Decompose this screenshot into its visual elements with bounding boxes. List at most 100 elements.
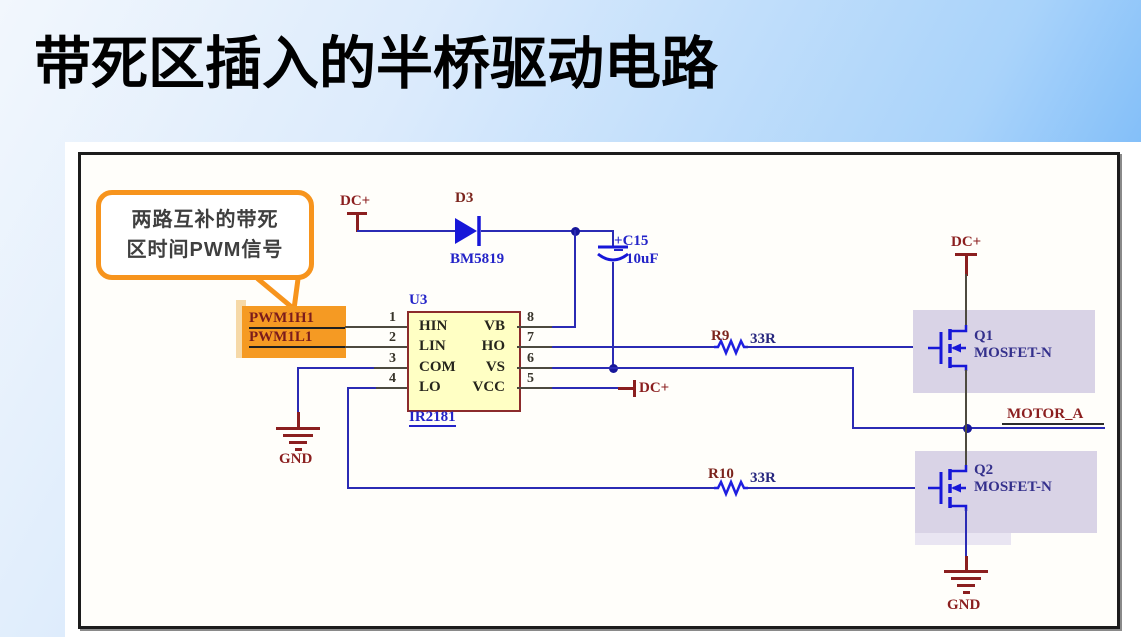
gnd-label-left: GND xyxy=(279,451,313,467)
wire-vcc-red xyxy=(618,387,633,390)
pwm-highlight-strip xyxy=(236,300,246,358)
wire-vcc xyxy=(552,387,618,389)
q1-drain-red xyxy=(965,255,968,276)
wire-ho1 xyxy=(552,346,716,348)
wire-com-v xyxy=(297,367,299,412)
q2-drain-wire xyxy=(965,429,967,467)
q1-designator: Q1 xyxy=(974,328,994,344)
ground-bar2 xyxy=(283,434,313,437)
power-port-stem xyxy=(356,214,359,232)
pin-name-com: COM xyxy=(419,359,456,375)
r9-value: 33R xyxy=(750,331,776,347)
wire-dc-to-diode xyxy=(357,230,455,232)
pin-number-2: 2 xyxy=(389,330,396,345)
r9-designator: R9 xyxy=(711,328,730,344)
ground-bar4 xyxy=(963,591,970,594)
diode-icon xyxy=(455,216,481,246)
wire-vs-v xyxy=(852,367,854,429)
wire-vb-h xyxy=(552,326,576,328)
wire-diode-to-cap xyxy=(481,230,613,232)
pin-name-hin: HIN xyxy=(419,318,448,334)
stub-pin6 xyxy=(517,367,552,369)
pwm-highlight-box xyxy=(242,306,346,358)
capacitor-icon xyxy=(597,245,629,262)
pin-name-vs: VS xyxy=(485,359,505,375)
cap-polarity: + xyxy=(614,233,623,251)
power-port-icon xyxy=(347,212,367,215)
pin-name-lin: LIN xyxy=(419,338,446,354)
pin-number-7: 7 xyxy=(527,330,534,345)
callout-tail xyxy=(255,276,301,312)
pin-number-4: 4 xyxy=(389,371,396,386)
pin-name-vcc: VCC xyxy=(472,379,506,395)
callout-text-line2: 区时间PWM信号 xyxy=(126,239,284,261)
junction-dot xyxy=(963,424,972,433)
pin-name-vb: VB xyxy=(484,318,505,334)
pin-number-5: 5 xyxy=(527,371,534,386)
pin-name-ho: HO xyxy=(481,338,505,354)
wire-com-gnd xyxy=(297,412,300,428)
net-label-motor-a: MOTOR_A xyxy=(1007,406,1084,422)
q2-gnd-wire xyxy=(965,556,968,572)
power-port-icon xyxy=(955,253,977,256)
ground-bar4 xyxy=(295,448,302,451)
wire-cap-bottom xyxy=(612,262,614,369)
pin-number-8: 8 xyxy=(527,310,534,325)
wire-lo-run1 xyxy=(347,487,716,489)
stub-pin4 xyxy=(374,387,407,389)
wire-pin1 xyxy=(345,326,407,328)
wire-vb-riser xyxy=(574,230,576,328)
q2-highlight-box-ext xyxy=(915,533,1011,545)
ground-icon xyxy=(944,570,988,573)
net-label-pwm-low: PWM1L1 xyxy=(249,329,345,348)
cap-designator: +C15 xyxy=(614,233,649,251)
wire-ho2 xyxy=(746,346,932,348)
wire-lo-run2 xyxy=(746,487,932,489)
ic-designator: U3 xyxy=(409,292,428,308)
cap-value: 10uF xyxy=(626,251,659,267)
resistor-icon xyxy=(714,478,748,498)
q1-source-wire xyxy=(965,370,967,429)
stub-pin8 xyxy=(517,326,552,328)
wire-cap-top xyxy=(612,230,614,248)
ground-bar3 xyxy=(289,441,307,444)
mosfet-icon xyxy=(928,465,968,511)
gnd-label-right: GND xyxy=(947,597,981,613)
wire-motor-a xyxy=(852,427,1105,429)
q2-part: MOSFET-N xyxy=(974,479,1052,495)
wire-lo-v xyxy=(347,387,349,489)
r10-designator: R10 xyxy=(708,466,734,482)
page-title: 带死区插入的半桥驱动电路 xyxy=(34,32,718,96)
r10-value: 33R xyxy=(750,470,776,486)
q2-highlight-box xyxy=(915,451,1097,533)
pin-name-lo: LO xyxy=(419,379,441,395)
q1-highlight-box xyxy=(913,310,1095,393)
pin-number-6: 6 xyxy=(527,351,534,366)
wire-com-h xyxy=(297,367,375,369)
q1-drain-wire xyxy=(965,274,967,327)
net-label-dc-vcc: DC+ xyxy=(639,380,670,396)
q2-designator: Q2 xyxy=(974,462,994,478)
pin-number-1: 1 xyxy=(389,310,396,325)
mosfet-icon xyxy=(928,325,968,371)
net-label-dc-q1: DC+ xyxy=(951,234,982,250)
stub-pin5 xyxy=(517,387,552,389)
motor-a-underline xyxy=(1002,423,1104,425)
ic-body xyxy=(407,311,521,412)
pin-number-3: 3 xyxy=(389,351,396,366)
ic-part: IR2181 xyxy=(409,409,456,427)
diode-part: BM5819 xyxy=(450,251,505,267)
net-label-dc-top: DC+ xyxy=(340,193,371,209)
q1-part: MOSFET-N xyxy=(974,345,1052,361)
wire-pin2 xyxy=(345,346,407,348)
wire-vs-h xyxy=(552,367,854,369)
callout-text-line1: 两路互补的带死 xyxy=(131,209,279,231)
ground-bar3 xyxy=(957,584,975,587)
stub-pin3 xyxy=(374,367,407,369)
ground-bar2 xyxy=(951,577,981,580)
diode-designator: D3 xyxy=(455,190,474,206)
resistor-icon xyxy=(714,337,748,357)
ground-icon xyxy=(276,427,320,430)
callout-bubble: 两路互补的带死 区时间PWM信号 xyxy=(96,190,314,280)
q2-source-wire xyxy=(965,509,967,558)
